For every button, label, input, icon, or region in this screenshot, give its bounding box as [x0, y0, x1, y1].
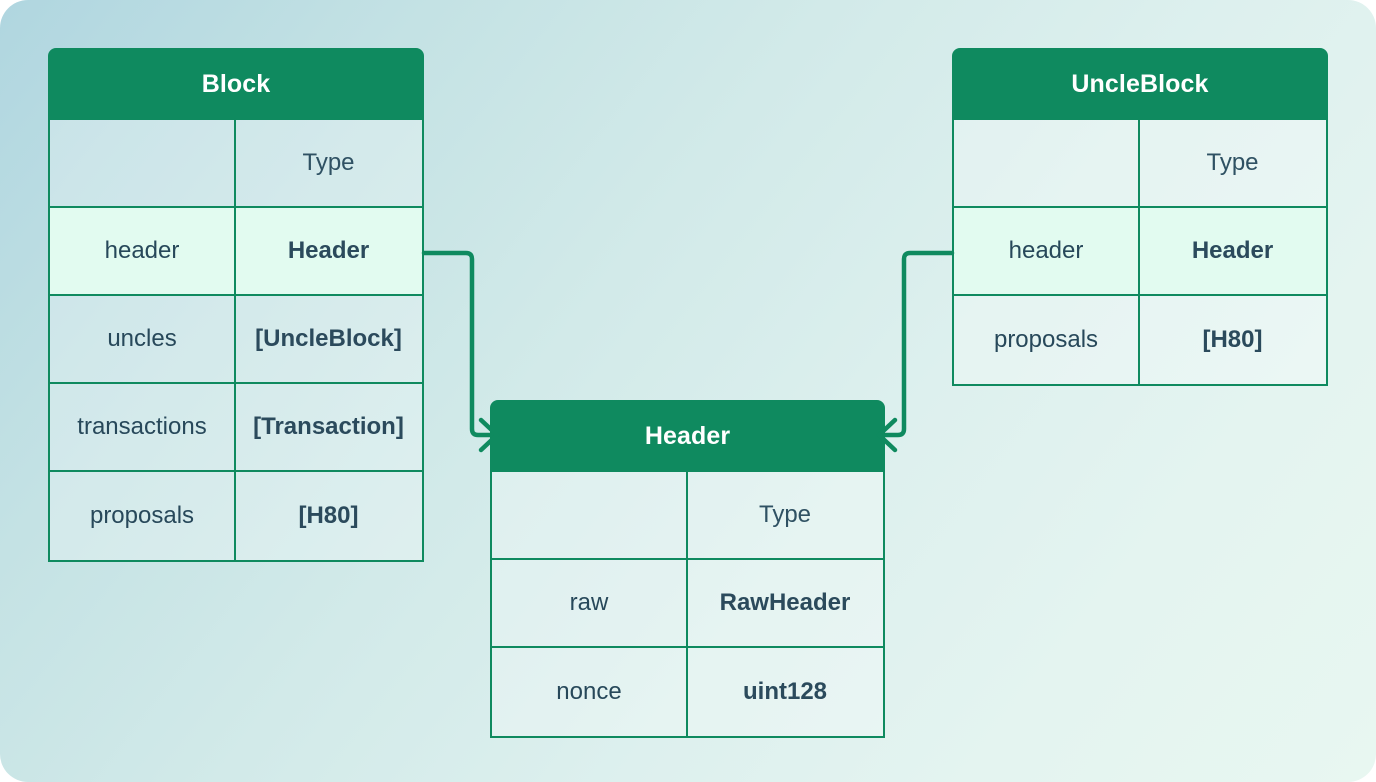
column-header-name [50, 120, 236, 206]
entity-block-title: Block [48, 48, 424, 120]
field-name: proposals [50, 472, 236, 560]
entity-block-body: Type header Header uncles [UncleBlock] t… [48, 120, 424, 562]
column-header-name [954, 120, 1140, 206]
entity-uncleblock[interactable]: UncleBlock Type header Header proposals … [952, 48, 1328, 386]
entity-uncleblock-body: Type header Header proposals [H80] [952, 120, 1328, 386]
field-name: uncles [50, 296, 236, 382]
field-type: Header [287, 237, 370, 264]
field-name: transactions [50, 384, 236, 470]
field-name: raw [492, 560, 688, 646]
entity-uncleblock-title: UncleBlock [952, 48, 1328, 120]
table-row: Type [492, 472, 883, 560]
field-name: header [954, 208, 1140, 294]
field-type: [UncleBlock] [255, 325, 402, 352]
field-name: header [50, 208, 236, 294]
table-row[interactable]: transactions [Transaction] [50, 384, 422, 472]
table-row[interactable]: nonce uint128 [492, 648, 883, 736]
entity-header-title: Header [490, 400, 885, 472]
table-row[interactable]: proposals [H80] [954, 296, 1326, 384]
entity-header[interactable]: Header Type raw RawHeader nonce uint128 [490, 400, 885, 738]
column-header-type: Type [302, 149, 355, 176]
column-header-name [492, 472, 688, 558]
column-header-type: Type [1206, 149, 1259, 176]
entity-header-body: Type raw RawHeader nonce uint128 [490, 472, 885, 738]
field-type: [H80] [1202, 326, 1263, 353]
field-type: uint128 [742, 678, 828, 705]
table-row: Type [50, 120, 422, 208]
field-type: [Transaction] [253, 413, 404, 440]
table-row: Type [954, 120, 1326, 208]
table-row[interactable]: proposals [H80] [50, 472, 422, 560]
table-row[interactable]: raw RawHeader [492, 560, 883, 648]
table-row[interactable]: uncles [UncleBlock] [50, 296, 422, 384]
field-name: proposals [954, 296, 1140, 384]
field-type: RawHeader [719, 589, 851, 616]
table-row[interactable]: header Header [50, 208, 422, 296]
entity-block[interactable]: Block Type header Header uncles [UncleBl… [48, 48, 424, 562]
column-header-type: Type [758, 501, 812, 528]
field-type: [H80] [298, 502, 359, 529]
field-name: nonce [492, 648, 688, 736]
field-type: Header [1191, 237, 1274, 264]
table-row[interactable]: header Header [954, 208, 1326, 296]
